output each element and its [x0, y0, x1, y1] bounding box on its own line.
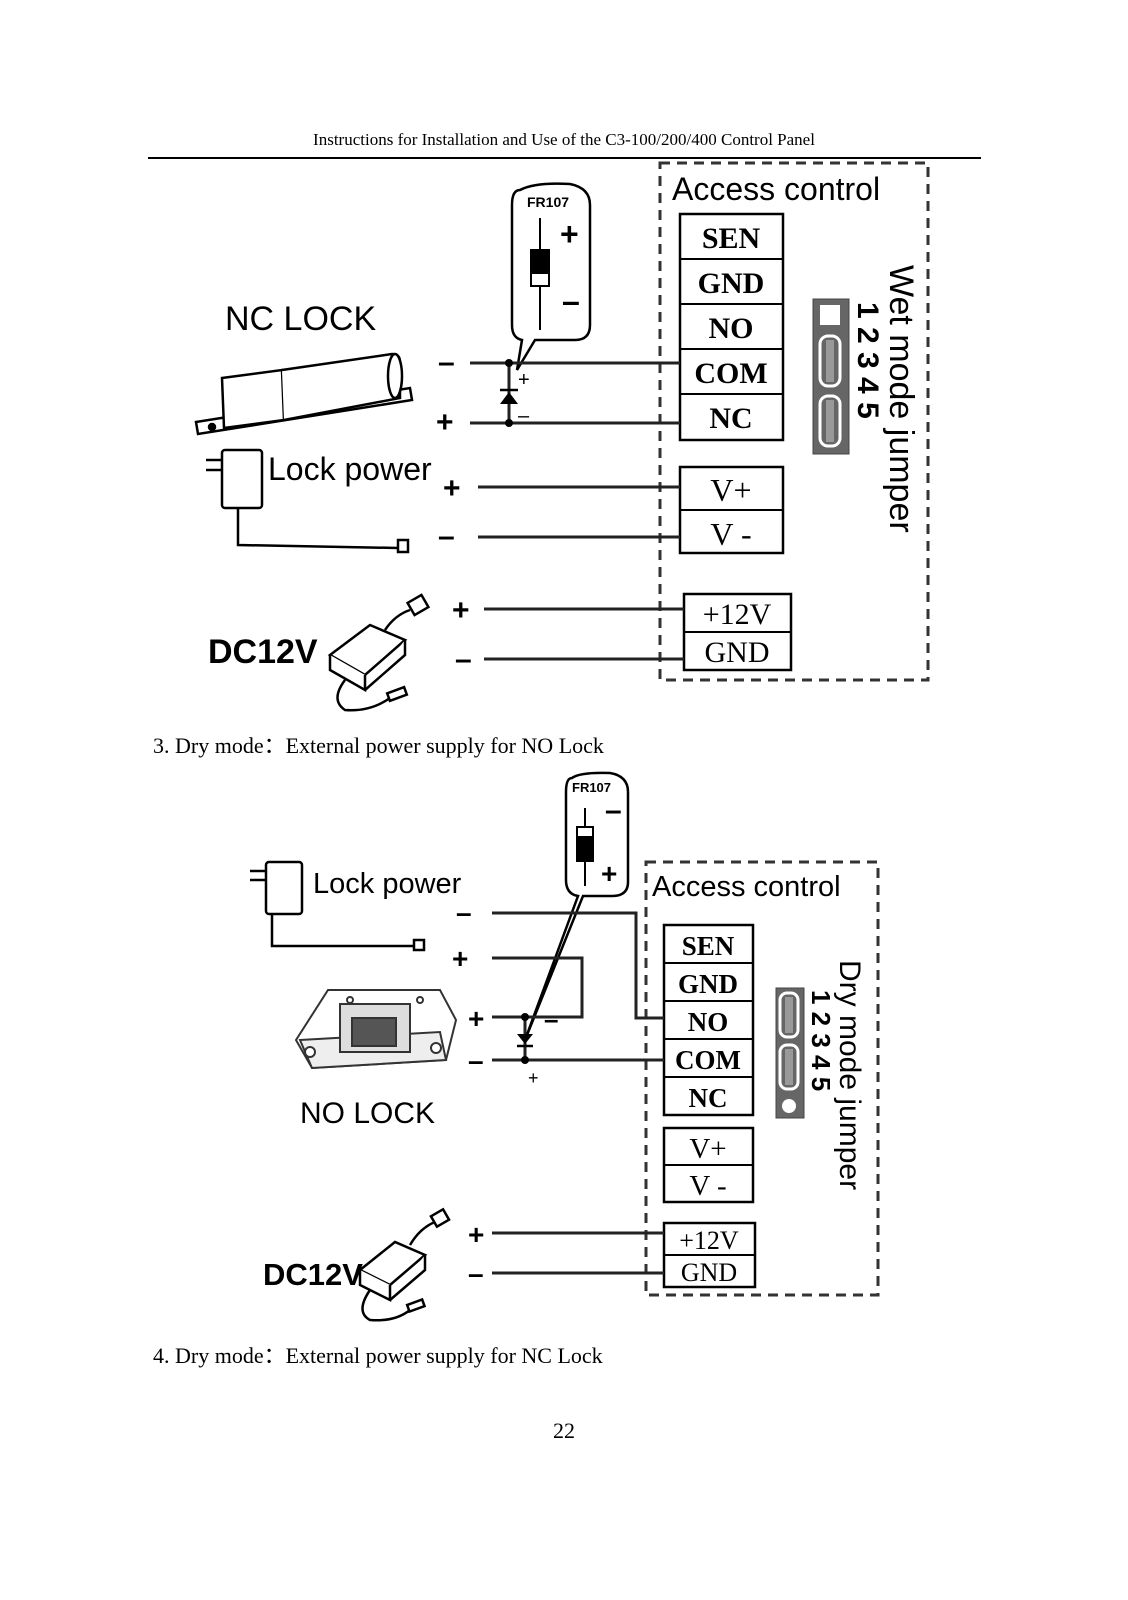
no-lock-icon	[294, 989, 458, 1070]
header-rule	[148, 157, 981, 159]
terminal-sen: SEN	[702, 222, 761, 255]
svg-text:–: –	[518, 405, 530, 427]
supply-terminal-block: +12V GND	[682, 592, 793, 672]
page-header: Instructions for Installation and Use of…	[313, 130, 815, 149]
terminal-com: COM	[675, 1045, 741, 1075]
adapter-icon	[206, 448, 410, 554]
supply-terminal-block: +12V GND	[662, 1221, 757, 1289]
diode-label: FR107	[572, 780, 611, 795]
panel-title: Access control	[652, 871, 841, 903]
jumper-block	[775, 987, 805, 1119]
lock-label: NO LOCK	[300, 1097, 435, 1130]
diode-label: FR107	[527, 194, 569, 210]
terminal-12v: +12V	[703, 598, 772, 631]
wires	[492, 911, 664, 1275]
svg-text:+: +	[518, 369, 530, 391]
jumper-block	[812, 298, 850, 455]
panel-title: Access control	[672, 171, 880, 207]
terminal-v-plus: V+	[689, 1133, 726, 1165]
terminal-gnd: GND	[678, 969, 738, 999]
adapter-icon	[250, 860, 426, 952]
terminal-block: SEN GND NO COM NC	[678, 212, 785, 442]
svg-text:+: +	[443, 472, 461, 505]
dc12v-label: DC12V	[208, 633, 318, 671]
terminal-no: NO	[688, 1007, 729, 1037]
dc12v-label: DC12V	[263, 1257, 363, 1292]
power-terminal-block: V+ V -	[678, 465, 785, 555]
terminal-nc: NC	[689, 1083, 728, 1113]
diode-symbol: – +	[517, 1004, 558, 1088]
access-control-box	[644, 860, 880, 1297]
terminal-nc: NC	[709, 402, 752, 435]
polarity-marks: – + + – + –	[436, 346, 472, 676]
wires	[470, 361, 684, 661]
diode-minus: –	[605, 794, 622, 827]
terminal-com: COM	[694, 357, 767, 390]
terminal-no: NO	[709, 312, 754, 345]
terminal-12v: +12V	[679, 1226, 739, 1255]
svg-text:+: +	[528, 1068, 539, 1088]
svg-text:–: –	[438, 520, 455, 553]
svg-text:–: –	[456, 897, 472, 928]
svg-text:+: +	[468, 1003, 484, 1034]
dc-adapter-icon	[327, 593, 431, 712]
jumper-title: Wet mode jumper	[882, 265, 920, 533]
jumper-numbers: 1 2 3 4 5	[851, 302, 884, 419]
svg-text:+: +	[436, 406, 454, 439]
dc-adapter-icon	[357, 1207, 451, 1322]
jumper-title: Dry mode jumper	[833, 960, 866, 1190]
lock-power-label: Lock power	[313, 868, 462, 900]
lock-label: NC LOCK	[225, 300, 376, 338]
diode-plus: +	[560, 216, 579, 252]
terminal-sen: SEN	[682, 931, 735, 961]
lock-power-label: Lock power	[268, 451, 432, 487]
diode-callout: FR107 + –	[510, 182, 592, 371]
diode-callout: FR107 – +	[523, 771, 630, 1041]
svg-text:–: –	[468, 1258, 484, 1289]
terminal-gnd-supply: GND	[681, 1258, 737, 1287]
terminal-gnd-supply: GND	[705, 636, 770, 669]
terminal-gnd: GND	[698, 267, 765, 300]
svg-text:+: +	[468, 1219, 484, 1250]
nc-lock-icon	[194, 352, 414, 436]
diode-symbol: + –	[500, 369, 530, 427]
svg-text:–: –	[544, 1004, 558, 1034]
wiring-diagram-wet-mode: Access control SEN GND NO COM NC V+ V - …	[194, 161, 930, 712]
diode-minus: –	[562, 283, 580, 319]
polarity-marks: – + + – + –	[452, 897, 484, 1289]
diode-plus: +	[601, 858, 617, 889]
terminal-v-plus: V+	[710, 472, 751, 508]
page-number: 22	[553, 1418, 575, 1443]
terminal-v-minus: V -	[689, 1170, 726, 1202]
jumper-numbers: 1 2 3 4 5	[806, 990, 836, 1091]
caption-3: 3. Dry mode：External power supply for NO…	[153, 733, 604, 758]
terminal-block: SEN GND NO COM NC	[662, 923, 755, 1117]
caption-4: 4. Dry mode：External power supply for NC…	[153, 1343, 603, 1368]
svg-text:–: –	[455, 643, 472, 676]
power-terminal-block: V+ V -	[662, 1126, 755, 1204]
wiring-diagram-dry-mode: Access control SEN GND NO COM NC V+ V - …	[250, 771, 880, 1322]
svg-text:–: –	[438, 346, 455, 379]
svg-text:–: –	[468, 1045, 484, 1076]
svg-text:+: +	[452, 594, 470, 627]
terminal-v-minus: V -	[710, 516, 751, 552]
svg-text:+: +	[452, 943, 468, 974]
